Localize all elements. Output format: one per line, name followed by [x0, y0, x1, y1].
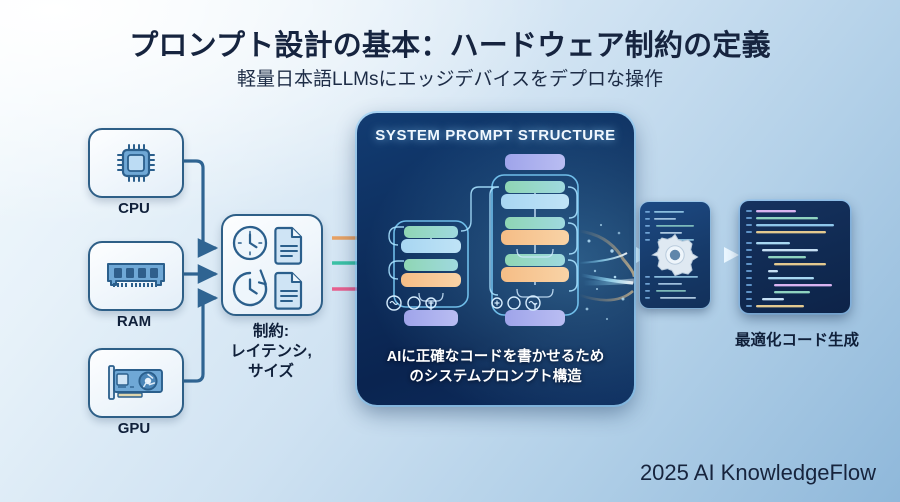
page-title: プロンプト設計の基本：ハードウェア制約の定義	[129, 30, 771, 62]
hardware-card-cpu[interactable]	[88, 128, 184, 198]
output-label: 最適化コード生成	[734, 332, 859, 349]
gear-code-panel[interactable]	[640, 202, 710, 308]
clock-icon	[232, 225, 268, 261]
panel-caption-line2: のシステムプロンプト構造	[409, 369, 582, 385]
panel-caption-line1: AIに正確なコードを書かせるため	[386, 349, 605, 365]
output-beam-arrow	[724, 247, 739, 263]
panel-caption: AIに正確なコードを書かせるため のシステムプロンプト構造	[365, 347, 626, 387]
hardware-label-ram: RAM	[116, 313, 152, 330]
constraints-label-line3: サイズ	[247, 362, 295, 380]
panel-title: SYSTEM PROMPT STRUCTURE	[375, 127, 616, 144]
footer-brand: 2025 AI KnowledgeFlow	[639, 460, 876, 485]
code-lines	[746, 210, 834, 308]
graphics-card-icon	[108, 365, 163, 400]
memory-module-icon	[107, 263, 165, 287]
optimized-code-panel[interactable]	[740, 201, 850, 313]
constraints-label: 制約: レイテンシ, サイズ	[196, 322, 346, 381]
history-clock-icon	[232, 269, 268, 307]
document-icon	[274, 271, 303, 310]
constraints-label-line2: レイテンシ,	[230, 342, 312, 360]
hardware-card-gpu[interactable]	[88, 348, 184, 418]
gear-icon	[651, 233, 699, 277]
constraints-card[interactable]	[221, 214, 323, 316]
cpu-chip-icon	[117, 144, 155, 182]
hardware-label-gpu: GPU	[117, 420, 151, 437]
hardware-card-ram[interactable]	[88, 241, 184, 311]
page-subtitle: 軽量日本語LLMsにエッジデバイスをデプロな操作	[237, 69, 663, 90]
constraints-icon-group	[232, 225, 303, 310]
hardware-label-cpu: CPU	[118, 200, 150, 217]
constraints-label-line1: 制約:	[252, 323, 290, 340]
document-icon	[274, 226, 303, 265]
